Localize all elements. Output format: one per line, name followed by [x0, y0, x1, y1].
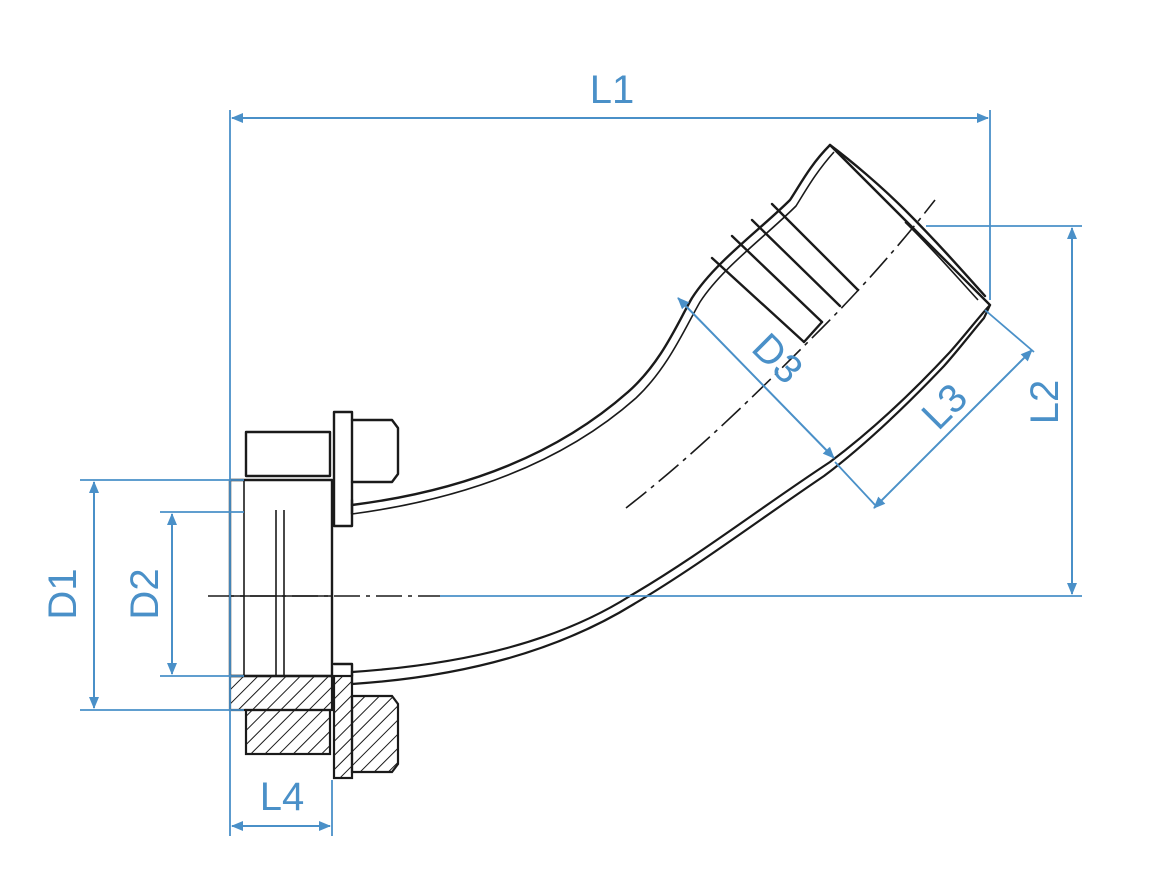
dim-label-l2: L2 — [1023, 380, 1067, 425]
dim-line-d3 — [677, 297, 835, 459]
dim-label-d2: D2 — [123, 568, 167, 619]
coil-zone — [710, 202, 860, 344]
dim-label-l1: L1 — [590, 68, 635, 112]
spigot-body — [228, 478, 334, 678]
socket-top-edge — [828, 143, 987, 298]
elbow-fitting — [208, 143, 992, 780]
pipe-inner-curve-inner-line — [351, 151, 835, 515]
terminal-connector — [244, 410, 400, 528]
dim-label-d1: D1 — [41, 568, 85, 619]
dimensions: L1 L2 L3 D3 D1 D2 L4 — [41, 68, 1082, 836]
dim-label-l4: L4 — [260, 775, 305, 819]
pipe-outer-wall — [350, 304, 991, 686]
dim-line-l3 — [873, 349, 1033, 509]
socket-outer-line — [828, 143, 992, 307]
socket-inner-face — [904, 221, 979, 301]
pipe-inner-curve-outer-line — [350, 143, 832, 507]
dim-label-d3: D3 — [744, 325, 811, 392]
